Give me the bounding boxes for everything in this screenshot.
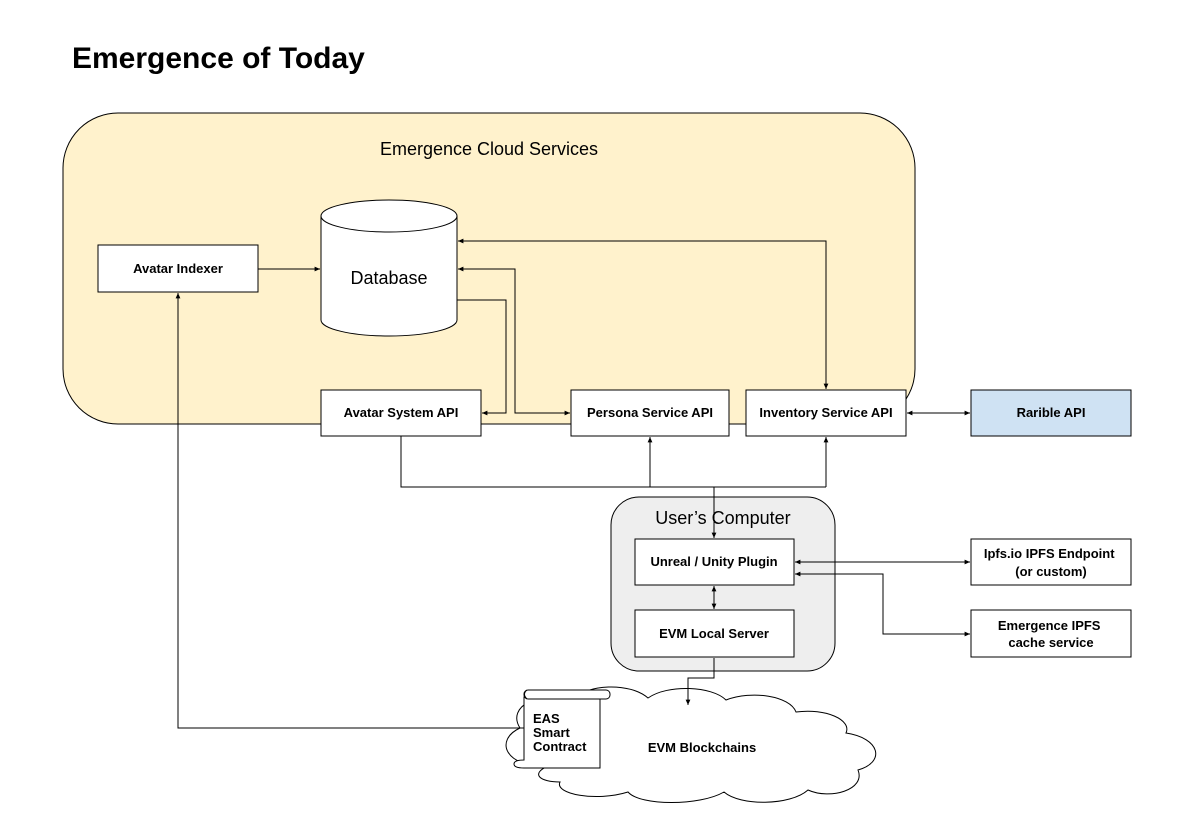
persona-service-api-label: Persona Service API — [587, 405, 713, 420]
users-computer-label: User’s Computer — [655, 508, 790, 528]
eas-smart-contract-label: EAS Smart Contract — [533, 711, 587, 754]
cloud-services-label: Emergence Cloud Services — [380, 139, 598, 159]
edge-eas-to-indexer — [175, 293, 524, 729]
avatar-indexer-node: Avatar Indexer — [97, 244, 259, 293]
persona-service-api-node: Persona Service API — [570, 389, 730, 437]
eas-smart-contract-scroll: EAS Smart Contract — [513, 689, 611, 769]
rarible-api-node: Rarible API — [970, 389, 1132, 437]
evm-local-server-node: EVM Local Server — [634, 609, 795, 658]
evm-blockchains-label: EVM Blockchains — [648, 740, 756, 755]
edge-plugin-ipfs-cache — [795, 571, 970, 637]
avatar-system-api-label: Avatar System API — [344, 405, 459, 420]
edge-api-bus — [400, 436, 826, 488]
avatar-system-api-node: Avatar System API — [320, 389, 482, 437]
ipfs-cache-label: Emergence IPFS cache service — [998, 618, 1104, 650]
unreal-unity-plugin-label: Unreal / Unity Plugin — [650, 554, 777, 569]
avatar-indexer-label: Avatar Indexer — [133, 261, 223, 276]
inventory-service-api-label: Inventory Service API — [759, 405, 892, 420]
database-label: Database — [350, 268, 427, 288]
database-cylinder: Database — [320, 199, 458, 337]
ipfs-cache-node: Emergence IPFS cache service — [970, 609, 1132, 658]
ipfs-endpoint-label: Ipfs.io IPFS Endpoint (or custom) — [984, 546, 1118, 579]
edge-evm-server-blockchain — [685, 658, 715, 705]
edge-inventory-database — [458, 238, 829, 389]
rarible-api-label: Rarible API — [1017, 405, 1086, 420]
page-title: Emergence of Today — [72, 42, 365, 75]
unreal-unity-plugin-node: Unreal / Unity Plugin — [634, 538, 795, 586]
inventory-service-api-node: Inventory Service API — [745, 389, 907, 437]
evm-local-server-label: EVM Local Server — [659, 626, 769, 641]
ipfs-endpoint-node: Ipfs.io IPFS Endpoint (or custom) — [970, 538, 1132, 586]
